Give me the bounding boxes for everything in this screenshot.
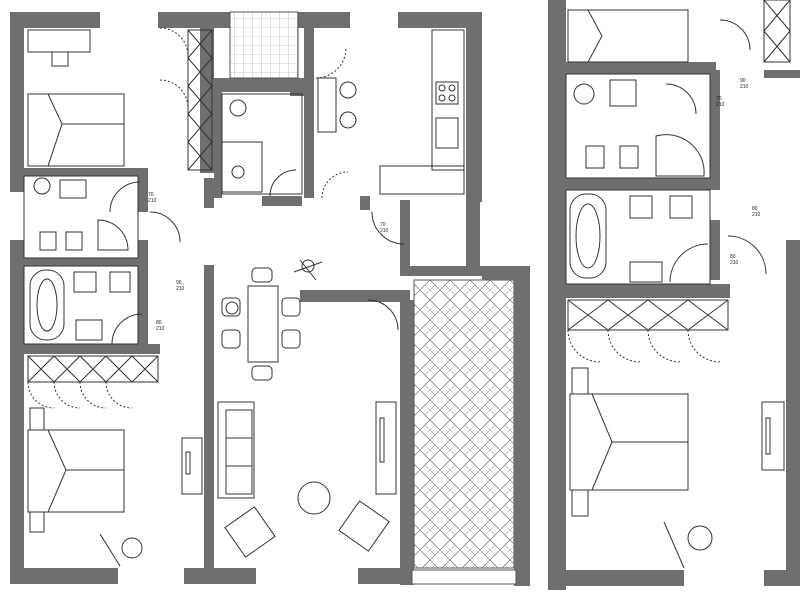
door-label-70-a: 70 xyxy=(148,192,154,198)
door-label-210-c: 210 xyxy=(156,326,165,332)
armchair-1 xyxy=(224,506,276,558)
door-label-210-g: 210 xyxy=(752,212,761,218)
dresser-right xyxy=(761,401,785,471)
furniture xyxy=(23,0,791,569)
door-label-70-c: 70 xyxy=(716,96,722,102)
shower-top xyxy=(221,141,263,193)
door-label-210-h: 210 xyxy=(730,260,739,266)
washbasin-top xyxy=(229,99,247,117)
walls-left-apartment xyxy=(10,12,482,585)
door-label-210-e: 210 xyxy=(716,102,725,108)
coffee-table xyxy=(297,481,331,515)
door-label-70-b: 70 xyxy=(380,222,386,228)
bidet-2 xyxy=(65,231,83,251)
bathtub-right xyxy=(569,193,607,279)
sofa xyxy=(217,401,255,499)
bidet-1 xyxy=(39,231,57,251)
dining-table xyxy=(247,285,279,363)
wardrobe-right xyxy=(567,299,729,331)
armchair-2 xyxy=(338,500,390,552)
dresser-bottom xyxy=(181,437,203,495)
person-figure-1 xyxy=(225,301,239,315)
door-label-210-d: 210 xyxy=(380,228,389,234)
door-label-210-a: 210 xyxy=(148,198,157,204)
tv-unit xyxy=(375,401,397,495)
door-label-90-a: 90 xyxy=(176,280,182,286)
kitchen-table xyxy=(317,77,337,133)
kitchen-counter xyxy=(431,29,465,171)
tiled-balcony xyxy=(229,11,299,79)
terrace-herringbone xyxy=(413,279,515,569)
terrace-wall-right xyxy=(514,266,530,586)
door-label-90-b: 90 xyxy=(740,78,746,84)
door-labels: 70 210 90 210 80 210 70 210 70 210 90 21… xyxy=(148,78,761,332)
door-label-80-c: 80 xyxy=(730,254,736,260)
chair xyxy=(51,51,69,67)
bed-single xyxy=(27,93,125,167)
wardrobe-top xyxy=(187,29,213,171)
bath-left-room xyxy=(23,175,139,259)
wardrobe-bottom xyxy=(27,355,159,383)
door-label-80-a: 80 xyxy=(156,320,162,326)
double-bed xyxy=(27,429,125,513)
washbasin-right xyxy=(573,83,595,105)
door-label-210-f: 210 xyxy=(740,84,749,90)
bed-top-right xyxy=(567,9,689,63)
person-figure-2 xyxy=(301,259,315,273)
desk xyxy=(27,29,91,53)
door-label-80-b: 80 xyxy=(752,206,758,212)
walls-right-apartment xyxy=(548,0,800,590)
shower-tray xyxy=(97,219,129,251)
bathtub xyxy=(29,269,65,341)
washbasin-left xyxy=(33,177,51,195)
door-label-210-b: 210 xyxy=(176,286,185,292)
